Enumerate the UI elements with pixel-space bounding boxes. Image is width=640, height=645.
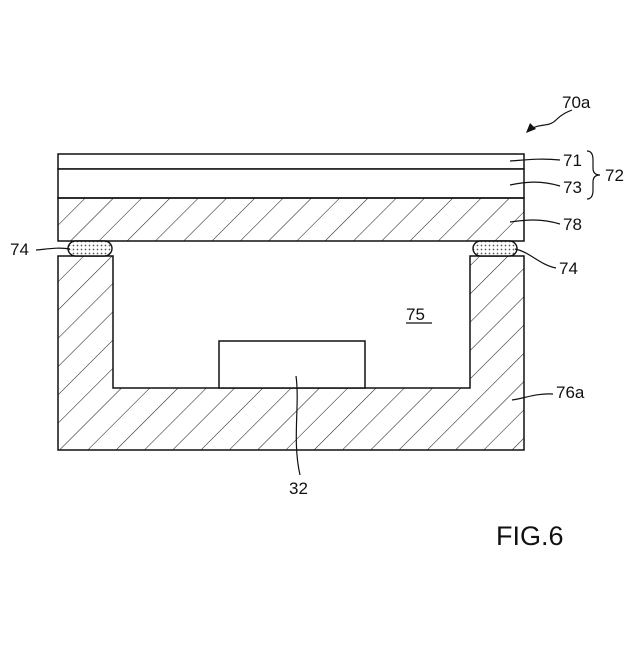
label-75: 75 (406, 305, 425, 324)
component-32 (219, 341, 365, 388)
label-73: 73 (563, 178, 582, 197)
label-71: 71 (563, 151, 582, 170)
label-70a: 70a (562, 93, 591, 112)
hatched-plate-78 (58, 198, 524, 241)
figure-caption: FIG.6 (496, 521, 564, 551)
label-72: 72 (605, 166, 624, 185)
layer-73 (58, 169, 524, 198)
label-78: 78 (563, 215, 582, 234)
brace-72 (587, 151, 600, 199)
label-32: 32 (289, 479, 308, 498)
label-74-left: 74 (10, 240, 29, 259)
arrowhead-70a (526, 123, 536, 133)
seal-left-74 (68, 241, 112, 256)
label-74-right: 74 (559, 259, 578, 278)
leader-74-left (36, 248, 70, 250)
layer-71 (58, 154, 524, 169)
label-76a: 76a (556, 383, 585, 402)
seal-right-74 (473, 241, 517, 256)
